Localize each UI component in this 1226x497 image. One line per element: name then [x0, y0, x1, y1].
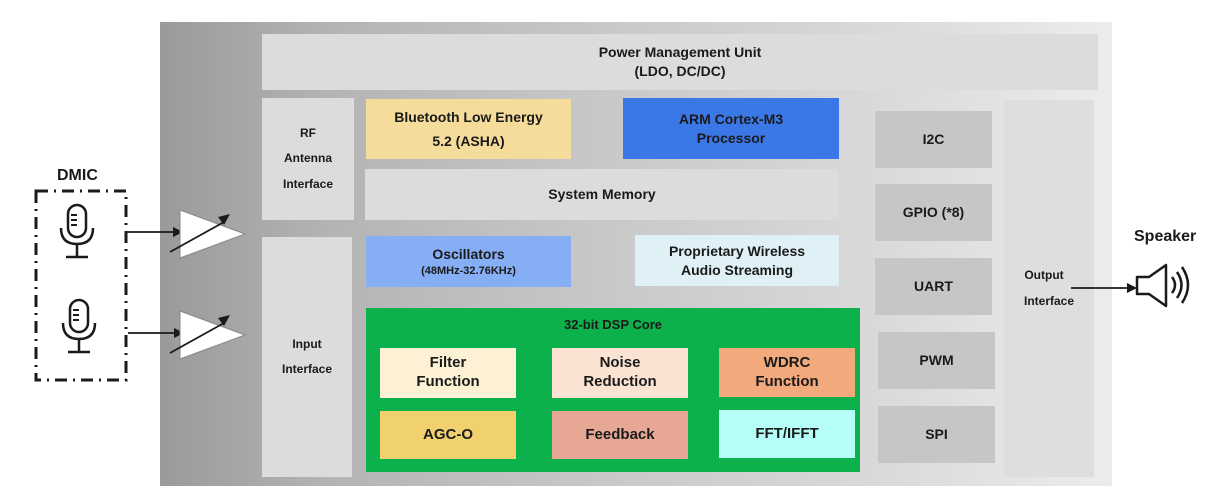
dsp-block-line1: WDRC: [763, 353, 811, 371]
dsp-core: 32-bit DSP Core Filter Function Noise Re…: [366, 308, 860, 472]
peripheral-i2c: I2C: [875, 111, 992, 168]
input-interface-line2: Interface: [281, 362, 333, 376]
arm-line2: Processor: [696, 129, 766, 146]
dsp-block-fft-ifft: FFT/IFFT: [719, 410, 855, 458]
system-memory: System Memory: [365, 169, 839, 220]
wireless-line1: Proprietary Wireless: [668, 242, 806, 259]
rf-line2: Antenna: [284, 151, 332, 166]
output-interface-line1: Output: [1024, 268, 1064, 283]
arm-cortex-m3-processor: ARM Cortex-M3 Processor: [623, 98, 839, 159]
pmu-subtitle: (LDO, DC/DC): [634, 63, 726, 79]
oscillators-frequency: (48MHz-32.76KHz): [421, 264, 516, 277]
wireless-line2: Audio Streaming: [680, 261, 793, 278]
dsp-block-line1: Feedback: [585, 425, 655, 443]
peripheral-pwm: PWM: [878, 332, 995, 389]
dsp-block-feedback: Feedback: [552, 411, 688, 459]
dsp-block-line1: AGC-O: [423, 425, 473, 443]
input-interface-line1: Input: [292, 336, 322, 351]
output-arrow-icon: [1071, 283, 1137, 293]
arm-line1: ARM Cortex-M3: [678, 110, 784, 127]
rf-antenna-interface: RF Antenna Interface: [262, 98, 354, 220]
power-management-unit: Power Management Unit (LDO, DC/DC): [262, 34, 1098, 90]
dmic-label: DMIC: [57, 167, 98, 184]
input-interface: Input Interface: [262, 237, 352, 477]
peripheral-gpio: GPIO (*8): [875, 184, 992, 241]
arrow-icon: [125, 227, 183, 237]
dsp-block-line2: Function: [755, 372, 819, 390]
ble-line2: 5.2 (ASHA): [432, 133, 505, 149]
speaker-label: Speaker: [1134, 228, 1197, 245]
dsp-block-agc-o: AGC-O: [380, 411, 516, 459]
microphone-icon: [61, 298, 97, 354]
dsp-block-line2: Reduction: [583, 373, 657, 390]
dsp-block-line1: Filter: [429, 354, 467, 372]
variable-amplifier-icon: [169, 310, 247, 360]
speaker-icon: [1135, 263, 1190, 308]
rf-line1: RF: [300, 126, 316, 141]
ble-line1: Bluetooth Low Energy: [394, 108, 543, 125]
rf-line3: Interface: [282, 176, 334, 191]
system-memory-label: System Memory: [548, 186, 656, 203]
dsp-block-filter-function: Filter Function: [380, 348, 516, 398]
bluetooth-low-energy-block: Bluetooth Low Energy 5.2 (ASHA): [366, 99, 571, 159]
arrow-icon: [128, 328, 184, 338]
oscillators-block: Oscillators (48MHz-32.76KHz): [366, 236, 571, 287]
peripheral-spi: SPI: [878, 406, 995, 463]
dsp-core-title: 32-bit DSP Core: [563, 317, 662, 333]
oscillators-title: Oscillators: [432, 245, 505, 262]
pmu-title: Power Management Unit: [598, 44, 762, 61]
dsp-block-wdrc-function: WDRC Function: [719, 348, 855, 397]
dsp-block-line2: Function: [416, 373, 480, 390]
proprietary-wireless-audio-streaming: Proprietary Wireless Audio Streaming: [635, 235, 839, 286]
dmic-group-border: [34, 189, 128, 382]
peripheral-uart: UART: [875, 258, 992, 315]
dsp-block-line1: Noise: [599, 354, 641, 372]
output-interface-line2: Interface: [1023, 293, 1075, 308]
dsp-block-line1: FFT/IFFT: [755, 424, 819, 442]
dsp-block-noise-reduction: Noise Reduction: [552, 348, 688, 398]
microphone-icon: [59, 203, 95, 259]
variable-amplifier-icon: [169, 209, 247, 259]
